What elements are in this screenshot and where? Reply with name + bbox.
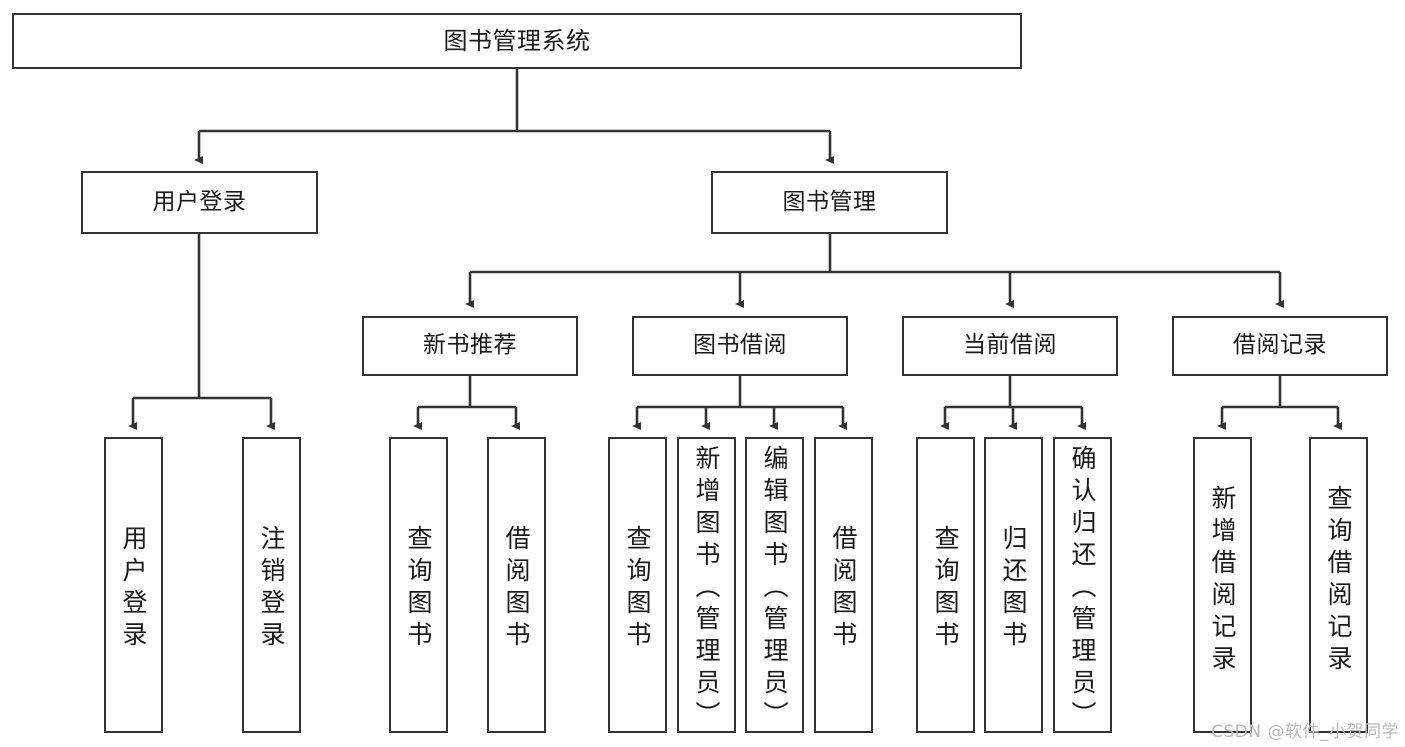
leaf-query-book-borrow[interactable]: 查询图书 <box>608 437 667 733</box>
watermark-text: CSDN @软件_小贺同学 <box>1211 722 1399 742</box>
node-label: 用户登录 <box>119 525 148 653</box>
node-label: 编辑图书（管理员） <box>760 445 789 733</box>
node-label: 查询图书 <box>623 525 652 653</box>
node-label: 新书推荐 <box>423 332 517 359</box>
leaf-query-borrow-record[interactable]: 查询借阅记录 <box>1309 437 1368 733</box>
node-book-management[interactable]: 图书管理 <box>711 171 948 234</box>
node-label: 图书管理 <box>782 188 877 215</box>
node-label: 借阅图书 <box>829 525 858 653</box>
node-label: 新增借阅记录 <box>1208 485 1237 677</box>
node-label: 归还图书 <box>999 525 1028 653</box>
node-label: 图书借阅 <box>693 332 787 359</box>
node-label: 图书管理系统 <box>443 26 591 55</box>
leaf-return-book[interactable]: 归还图书 <box>984 437 1043 733</box>
leaf-borrow-book-recommend[interactable]: 借阅图书 <box>487 437 546 733</box>
leaf-query-book-recommend[interactable]: 查询图书 <box>389 437 448 733</box>
node-label: 注销登录 <box>257 525 286 653</box>
node-label: 新增图书（管理员） <box>692 445 721 733</box>
leaf-borrow-book-borrow[interactable]: 借阅图书 <box>814 437 873 733</box>
leaf-add-book-admin[interactable]: 新增图书（管理员） <box>677 437 736 733</box>
leaf-query-book-current[interactable]: 查询图书 <box>916 437 975 733</box>
node-label: 借阅图书 <box>502 525 531 653</box>
leaf-logout-login[interactable]: 注销登录 <box>242 437 301 733</box>
leaf-user-login[interactable]: 用户登录 <box>104 437 163 733</box>
leaf-confirm-return-admin[interactable]: 确认归还（管理员） <box>1053 437 1112 733</box>
node-root-book-management-system[interactable]: 图书管理系统 <box>12 13 1022 69</box>
node-label: 借阅记录 <box>1233 332 1327 359</box>
leaf-edit-book-admin[interactable]: 编辑图书（管理员） <box>745 437 804 733</box>
node-label: 查询借阅记录 <box>1324 485 1353 677</box>
node-label: 确认归还（管理员） <box>1068 445 1097 733</box>
node-label: 用户登录 <box>152 188 247 215</box>
node-user-login[interactable]: 用户登录 <box>81 171 318 234</box>
node-label: 查询图书 <box>404 525 433 653</box>
node-current-borrow[interactable]: 当前借阅 <box>902 316 1118 376</box>
node-label: 当前借阅 <box>963 332 1057 359</box>
node-label: 查询图书 <box>931 525 960 653</box>
node-book-borrow[interactable]: 图书借阅 <box>632 316 848 376</box>
leaf-add-borrow-record[interactable]: 新增借阅记录 <box>1193 437 1252 733</box>
node-borrow-record[interactable]: 借阅记录 <box>1172 316 1388 376</box>
node-new-book-recommend[interactable]: 新书推荐 <box>362 316 578 376</box>
